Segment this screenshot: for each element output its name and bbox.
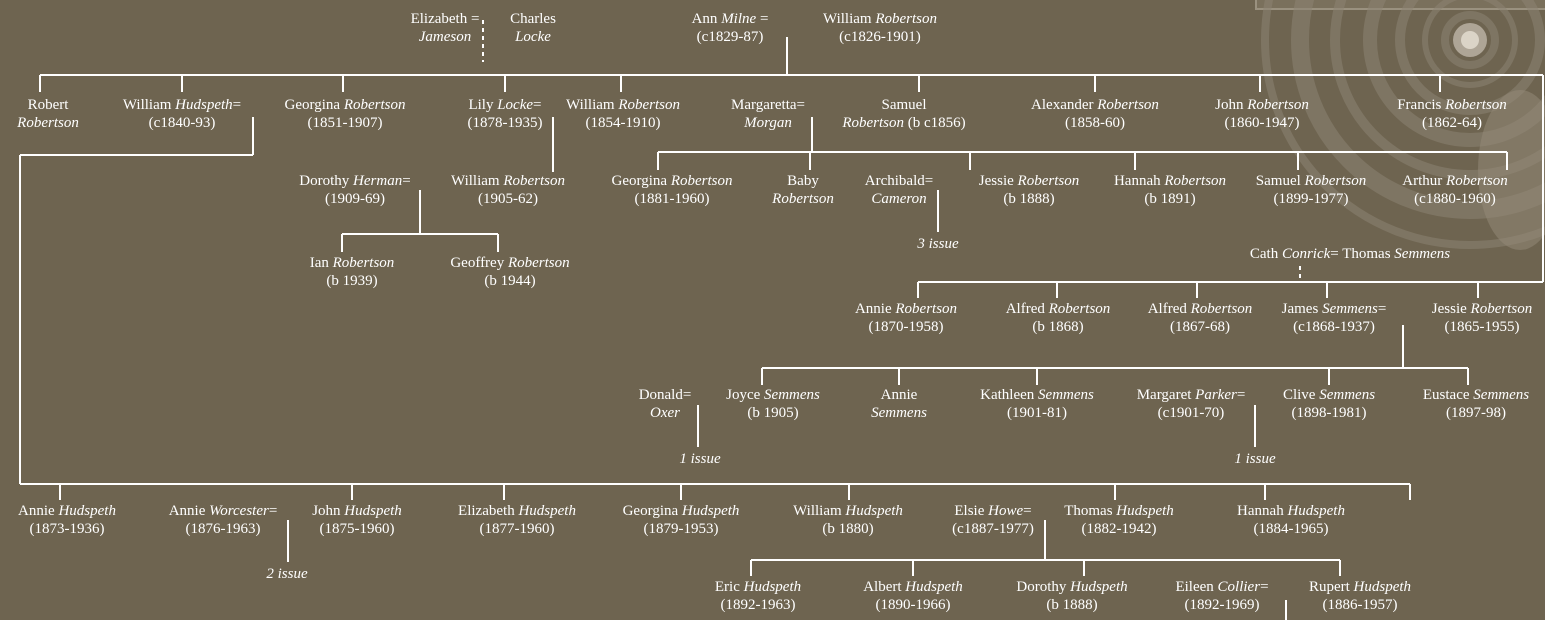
issue-archibald: 3 issue (917, 236, 959, 252)
issue-margaret: 1 issue (1234, 451, 1276, 467)
person-annie-r: Annie Robertson(1870-1958) (854, 301, 958, 335)
person-elizabeth-h: Elizabeth Hudspeth(1877-1960) (458, 503, 576, 537)
person-lily: Lily Locke=(1878-1935) (467, 97, 543, 131)
person-john-h: John Hudspeth(1875-1960) (312, 503, 402, 537)
person-cath: Cath Conrick= Thomas Semmens (1249, 246, 1451, 262)
person-dorothy-h: Dorothy Herman=(1909-69) (299, 173, 411, 207)
person-william-hud: William Hudspeth=(c1840-93) (122, 97, 242, 131)
person-thomas-h: Thomas Hudspeth(1882-1942) (1064, 503, 1174, 537)
person-annie-w: Annie Worcester=(1876-1963) (168, 503, 278, 537)
person-georgina-h: Georgina Hudspeth(1879-1953) (622, 503, 740, 537)
person-jessie-r2: Jessie Robertson(1865-1955) (1431, 301, 1533, 335)
person-william-sr: William Robertson(c1826-1901) (823, 11, 937, 45)
issue-donald: 1 issue (679, 451, 721, 467)
person-ian: Ian Robertson(b 1939) (309, 255, 395, 289)
person-william-h2: William Hudspeth(b 1880) (793, 503, 903, 537)
person-georgina2: Georgina Robertson(1881-1960) (611, 173, 733, 207)
person-eileen: Eileen Collier=(1892-1969) (1175, 579, 1269, 613)
person-samuel-r2: Samuel Robertson(1899-1977) (1255, 173, 1367, 207)
person-alfred1: Alfred Robertson(b 1868) (1005, 301, 1111, 335)
person-clive: Clive Semmens(1898-1981) (1282, 387, 1376, 421)
person-archibald: Archibald=Cameron (864, 173, 934, 207)
person-hannah-r: Hannah Robertson(b 1891) (1113, 173, 1227, 207)
person-joyce: Joyce Semmens(b 1905) (726, 387, 820, 421)
person-rupert: Rupert Hudspeth(1886-1957) (1308, 579, 1412, 613)
person-elsie: Elsie Howe=(c1887-1977) (952, 503, 1034, 537)
person-francis: Francis Robertson(1862-64) (1397, 97, 1507, 131)
person-james-s: James Semmens=(c1868-1937) (1281, 301, 1387, 335)
person-william-r2: William Robertson(1905-62) (451, 173, 565, 207)
person-eustace: Eustace Semmens(1897-98) (1422, 387, 1530, 421)
issue-annie-w: 2 issue (266, 566, 308, 582)
person-arthur: Arthur Robertson(c1880-1960) (1402, 173, 1508, 207)
person-margaret: Margaret Parker=(c1901-70) (1136, 387, 1246, 421)
person-kathleen: Kathleen Semmens(1901-81) (980, 387, 1094, 421)
person-georgina: Georgina Robertson(1851-1907) (284, 97, 406, 131)
person-donald: Donald=Oxer (638, 387, 692, 421)
person-ann: Ann Milne =(c1829-87) (691, 11, 769, 45)
person-margaretta: Margaretta=Morgan (731, 97, 805, 131)
person-john: John Robertson(1860-1947) (1215, 97, 1309, 131)
person-geoffrey: Geoffrey Robertson(b 1944) (450, 255, 570, 289)
person-albert: Albert Hudspeth(1890-1966) (863, 579, 963, 613)
person-william-rob: William Robertson(1854-1910) (566, 97, 680, 131)
person-hannah-h: Hannah Hudspeth(1884-1965) (1237, 503, 1345, 537)
person-dorothy-hud: Dorothy Hudspeth(b 1888) (1016, 579, 1128, 613)
person-annie-h: Annie Hudspeth(1873-1936) (18, 503, 116, 537)
person-eric: Eric Hudspeth(1892-1963) (714, 579, 802, 613)
person-jessie-r: Jessie Robertson(b 1888) (978, 173, 1080, 207)
person-elizabeth: Elizabeth =Jameson (410, 11, 480, 45)
person-alfred2: Alfred Robertson(1867-68) (1147, 301, 1253, 335)
person-alexander: Alexander Robertson(1858-60) (1031, 97, 1159, 131)
